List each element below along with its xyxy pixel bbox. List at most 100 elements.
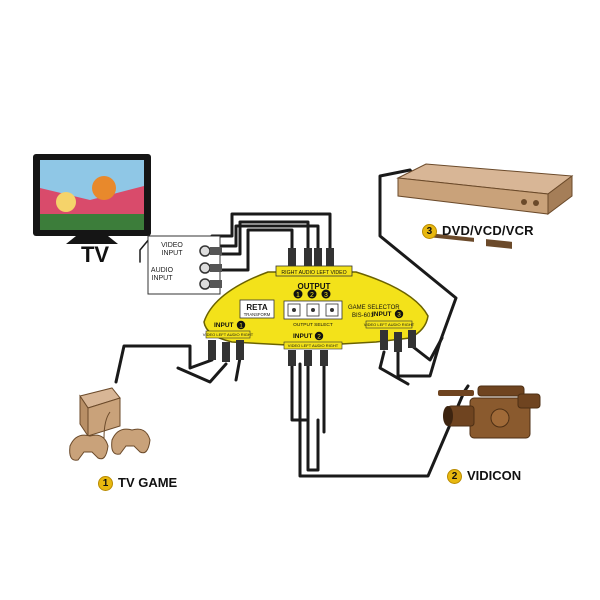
input1-cable-c [234, 356, 242, 382]
input2-strip [283, 341, 343, 350]
input3-num: 3 [397, 312, 401, 319]
camera-top-handle [477, 385, 525, 397]
tv-jack-left [199, 262, 211, 274]
output-cable-left [210, 220, 310, 264]
tv-input-panel: VIDEO INPUT AUDIO INPUT [147, 235, 222, 295]
output-label: OUTPUT [298, 282, 331, 291]
product-line-1: GAME SELECTOR [348, 305, 400, 311]
console-side [87, 397, 121, 437]
input3-plug-a [380, 330, 388, 350]
output-num-2: 2 [310, 292, 314, 299]
input1-num: 1 [239, 323, 243, 330]
output-select-label: OUTPUT SELECT [293, 322, 333, 328]
input1-plug-a [208, 340, 216, 360]
output-cable-right [220, 228, 294, 272]
input2-cable-b [306, 362, 320, 472]
input3-strip [365, 320, 413, 329]
input1-strip-text: VIDEO LEFT AUDIO RIGHT [203, 332, 254, 337]
tv-screen-figure-1 [56, 192, 76, 212]
input1-plug-c [236, 340, 244, 360]
tv-screen-figure-2 [92, 176, 116, 200]
output-plug-1 [288, 248, 296, 266]
vidicon-camera [438, 385, 541, 439]
dvd-number-badge: 3 [422, 224, 437, 240]
camera-lens-front [443, 406, 453, 426]
input2-plug-b [304, 350, 312, 366]
input2-num: 2 [317, 334, 321, 341]
input1-cable-a [114, 344, 214, 384]
tv-panel-wire [139, 237, 151, 263]
brand-line-2: TRANSFORM [244, 312, 271, 317]
output-num-2-circle [307, 289, 317, 299]
tv-stand [66, 236, 118, 244]
tv-plug-video [210, 247, 222, 255]
input3-cable-c [410, 336, 444, 362]
controller-left [69, 434, 109, 461]
input1-plug-b [222, 342, 230, 362]
input3-plug-c [408, 330, 416, 348]
input3-strip-text: VIDEO LEFT AUDIO RIGHT [364, 322, 415, 327]
input1-label: INPUT [214, 322, 234, 329]
tv-label: TV [81, 242, 109, 267]
vidicon-label: 2 VIDICON [447, 468, 522, 485]
input-plugs [208, 330, 416, 366]
dvd-player [396, 163, 574, 249]
output-plug-2 [304, 248, 312, 266]
output-plug-3 [314, 248, 322, 266]
input2-plug-c [320, 350, 328, 366]
controller-right [111, 428, 151, 455]
dvd-tray [430, 233, 474, 242]
dvd-display [486, 239, 512, 249]
vidicon-number-badge: 2 [447, 469, 462, 485]
output-cable-extra [210, 224, 320, 264]
select-led-2 [311, 308, 315, 312]
input2-plug-a [288, 350, 296, 366]
tv-device: TV [33, 154, 151, 267]
product-line-2: BIS-601 [352, 313, 374, 319]
input2-label: INPUT [293, 333, 313, 340]
input1-cable-b [176, 362, 228, 384]
output-num-3: 3 [324, 292, 328, 299]
input3-num-circle [394, 309, 404, 319]
select-led-1 [292, 308, 296, 312]
input3-cable-a [378, 350, 410, 386]
audio-input-label-2: INPUT [152, 275, 174, 282]
tv-plug-right [210, 280, 222, 288]
video-input-label-2: INPUT [162, 250, 184, 257]
output-num-1-circle [293, 289, 303, 299]
input1-strip [205, 330, 251, 339]
select-led-3 [330, 308, 334, 312]
camera-mic [438, 390, 474, 396]
tv-screen-sky [40, 160, 144, 200]
tv-jack-video [199, 245, 211, 257]
tv-plug-left [210, 264, 222, 272]
tv-game-label-text: TV GAME [118, 475, 178, 490]
vidicon-label-text: VIDICON [467, 468, 522, 483]
controller-cable [103, 411, 111, 439]
brand-badge [239, 299, 275, 319]
dvd-label: 3 DVD/VCD/VCR [422, 223, 534, 240]
brand-line-1: RETA [246, 303, 267, 312]
tv-screen-ground [40, 214, 144, 230]
top-strip [275, 265, 353, 277]
input2-num-circle [314, 331, 324, 341]
tv-game-label: 1 TV GAME [98, 475, 178, 492]
audio-input-label-1: AUDIO [151, 267, 174, 274]
output-plugs [288, 248, 334, 266]
output-num-1: 1 [296, 292, 300, 299]
input2-strip-text: VIDEO LEFT AUDIO RIGHT [288, 343, 339, 348]
top-strip-text: RIGHT AUDIO LEFT VIDEO [281, 270, 346, 276]
input1-num-circle [236, 320, 246, 330]
output-cable-video [210, 212, 332, 264]
dvd-side [547, 175, 573, 215]
tv-game-console [69, 387, 151, 461]
game-selector-box: RIGHT AUDIO LEFT VIDEO OUTPUT 1 2 3 OUTP… [203, 265, 429, 350]
tv-game-number-badge: 1 [98, 476, 113, 492]
camera-viewfinder [517, 393, 541, 409]
camera-reel [490, 408, 510, 428]
input3-plug-b [394, 332, 402, 352]
dvd-knob-1 [521, 199, 527, 205]
dvd-label-text: DVD/VCD/VCR [442, 223, 534, 238]
output-plug-4 [326, 248, 334, 266]
